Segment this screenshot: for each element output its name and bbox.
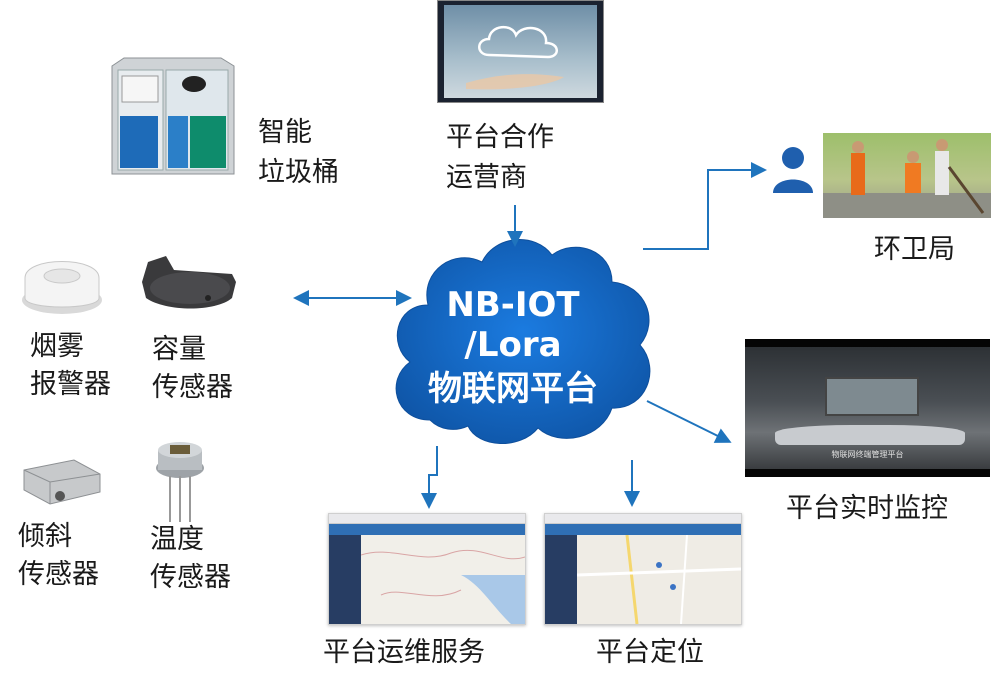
positioning-screenshot xyxy=(544,513,742,625)
positioning-browser-bar xyxy=(545,514,741,524)
arrow-platform-to-maintenance xyxy=(421,446,438,509)
operator-image xyxy=(437,0,604,103)
platform-title-line1: NB-IOT xyxy=(446,285,580,325)
operator-label-line2: 运营商 xyxy=(446,162,527,193)
temperature-label-line2: 传感器 xyxy=(150,562,231,593)
tilt-sensor-image xyxy=(14,452,106,512)
temperature-label-line1: 温度 xyxy=(150,524,204,555)
maintenance-label: 平台运维服务 xyxy=(323,637,485,668)
smart-trash-bin-image xyxy=(106,50,241,180)
sanitation-label: 环卫局 xyxy=(874,234,955,265)
platform-title-line3: 物联网平台 xyxy=(428,369,598,409)
platform-cloud-shape xyxy=(395,239,651,444)
positioning-map xyxy=(576,534,741,624)
platform-title-line2: /Lora xyxy=(464,325,562,365)
positioning-label: 平台定位 xyxy=(596,637,704,668)
trash-bin-label-line2: 垃圾桶 xyxy=(258,157,339,188)
person-icon xyxy=(773,147,813,193)
capacity-label-line2: 传感器 xyxy=(152,372,233,403)
smoke-detector-image xyxy=(15,248,110,323)
capacity-sensor-image xyxy=(136,248,244,320)
positioning-sidebar xyxy=(545,535,577,624)
capacity-label-line1: 容量 xyxy=(152,334,206,365)
sanitation-workers-photo xyxy=(823,133,991,218)
maintenance-map xyxy=(360,535,525,624)
maintenance-app-header xyxy=(329,524,525,535)
cloud-on-hand-icon xyxy=(466,26,564,90)
arrow-platform-to-monitor xyxy=(646,400,732,443)
maintenance-sidebar xyxy=(329,535,361,624)
operator-label-line1: 平台合作 xyxy=(446,122,554,153)
maintenance-screenshot xyxy=(328,513,526,625)
smoke-label-line2: 报警器 xyxy=(30,369,111,400)
trash-bin-label-line1: 智能 xyxy=(258,117,312,148)
maintenance-browser-bar xyxy=(329,514,525,524)
smoke-label-line1: 烟雾 xyxy=(30,331,84,362)
monitor-screen-caption: 物联网终端管理平台 xyxy=(831,450,904,459)
positioning-app-header xyxy=(545,524,741,535)
monitor-label: 平台实时监控 xyxy=(786,493,948,524)
arrow-platform-to-sanitation xyxy=(643,162,767,250)
monitor-control-room-image: 物联网终端管理平台 xyxy=(745,339,990,477)
tilt-label-line2: 传感器 xyxy=(18,559,99,590)
tilt-label-line1: 倾斜 xyxy=(18,521,72,552)
temperature-sensor-image xyxy=(150,440,210,522)
